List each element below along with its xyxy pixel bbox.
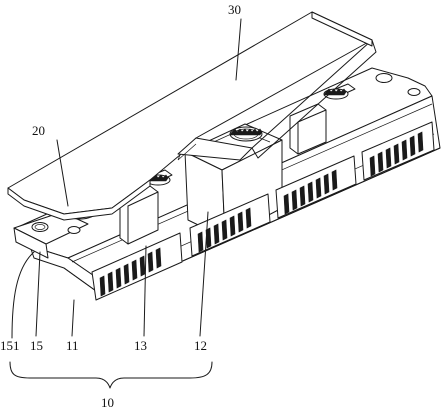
label-side-wall: 11: [66, 338, 79, 353]
cover-plate: [7, 11, 377, 221]
flange-hole: [31, 222, 49, 232]
leader-lines: [9, 18, 242, 389]
label-connector-base: 10: [101, 395, 114, 410]
connector-module-4: [361, 121, 435, 181]
label-cover-plate: 30: [228, 2, 241, 17]
connector-module-2: [189, 193, 271, 257]
label-cavity: 12: [194, 338, 207, 353]
gear-set-right: [145, 88, 349, 186]
connector-module-3: [275, 155, 357, 219]
label-gear-set: 20: [32, 123, 45, 138]
terminal-blocks: [119, 83, 356, 245]
label-mount-flange: 15: [30, 338, 43, 353]
label-terminal-block: 13: [134, 338, 147, 353]
connector-module-1: [91, 232, 183, 301]
label-flange-hole: 151: [0, 338, 20, 353]
mount-flange: [13, 73, 421, 259]
